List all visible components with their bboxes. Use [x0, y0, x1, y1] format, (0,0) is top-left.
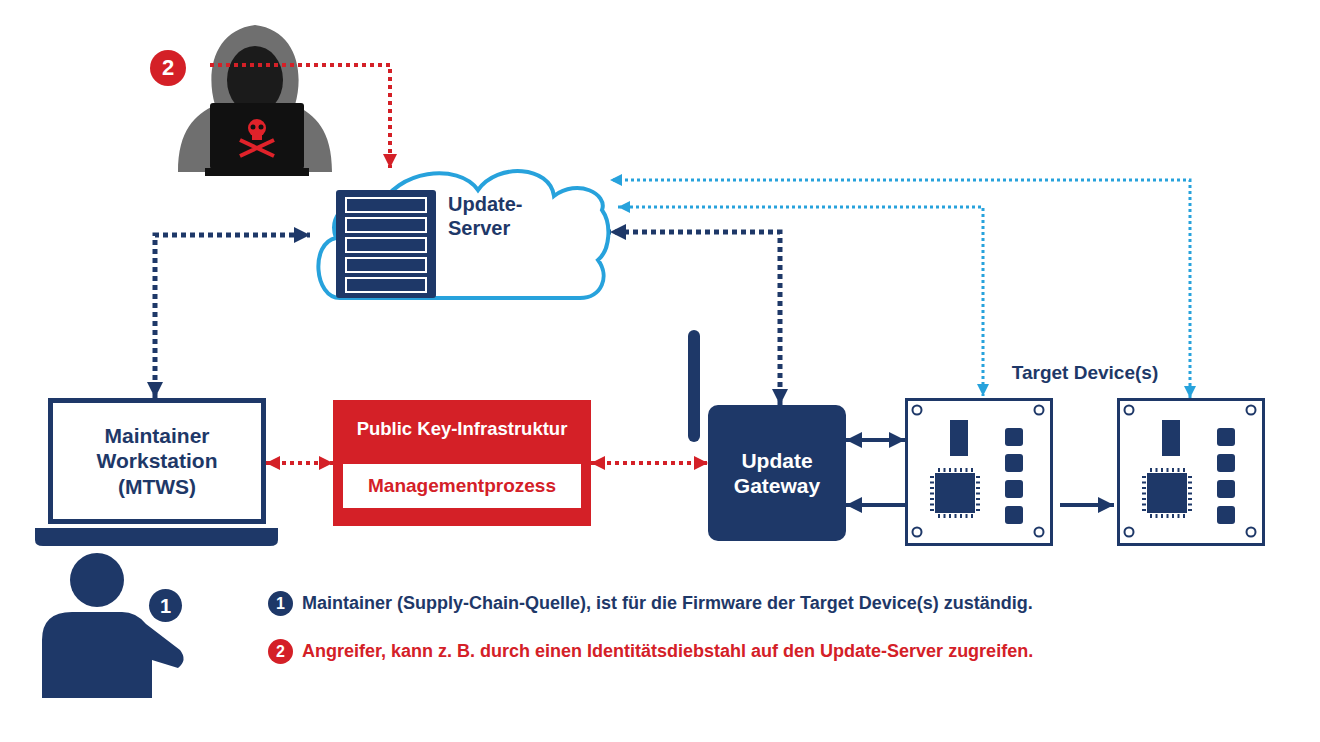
pki-box: Public Key-InfrastrukturManagementprozes… [333, 400, 591, 526]
node-label: Target Device(s) [905, 362, 1265, 385]
update-server-cloud: Update- Server [310, 148, 610, 300]
node-label: Public Key-Infrastruktur [333, 418, 591, 440]
update-gateway: Update Gateway [708, 405, 846, 541]
connector [591, 461, 708, 465]
laptop-base [35, 528, 278, 546]
antenna [688, 330, 700, 442]
maintainer-figure [42, 553, 184, 698]
callout-number: 2 [150, 50, 186, 86]
node-label: Maintainer Workstation (MTWS) [59, 423, 255, 499]
device-arrow [1060, 503, 1114, 507]
callout-number: 2 [268, 639, 293, 664]
legend-note: Maintainer (Supply-Chain-Quelle), ist fü… [302, 591, 1033, 616]
target-boards [905, 398, 1265, 546]
attack-arrow [210, 65, 390, 168]
connector [846, 438, 905, 442]
connector [846, 503, 905, 507]
workstation-screen: Maintainer Workstation (MTWS) [48, 398, 266, 524]
connector [610, 232, 780, 405]
device-link [618, 207, 983, 396]
node-label: Managementprozess [368, 475, 556, 498]
connector [155, 235, 310, 398]
node-label: Update Gateway [716, 448, 838, 498]
callout-number: 1 [149, 589, 182, 622]
node-label: Update- Server [448, 192, 548, 240]
target-devices: Target Device(s) [905, 398, 1265, 546]
management-box: Managementprozess [343, 464, 581, 508]
attacker-figure [178, 25, 332, 176]
legend-note: Angreifer, kann z. B. durch einen Identi… [302, 639, 1033, 664]
server-icon [336, 190, 436, 298]
connector [266, 461, 333, 465]
callout-number: 1 [268, 591, 293, 616]
